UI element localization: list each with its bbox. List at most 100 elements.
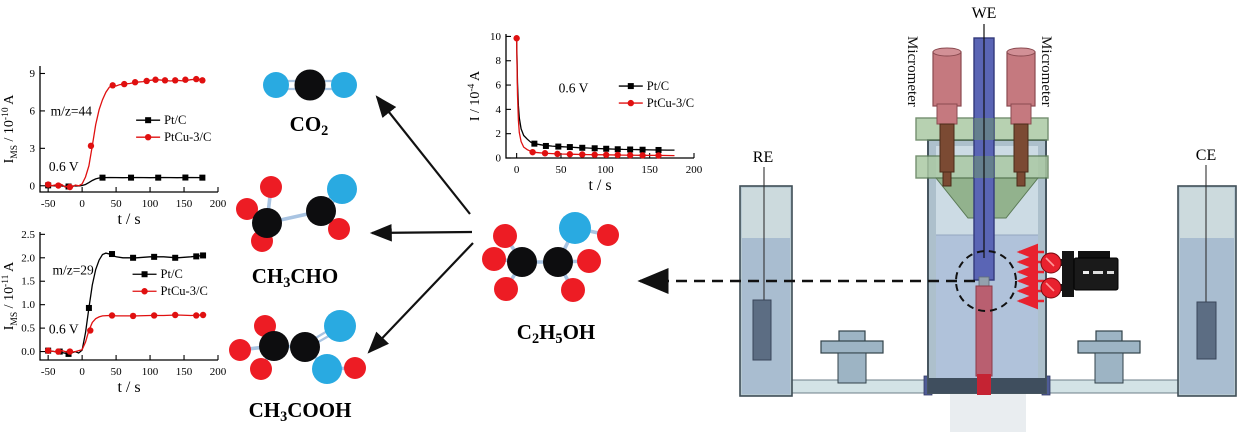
y-tick-label: 2.5 (21, 229, 35, 241)
re-label: RE (753, 149, 773, 166)
molecule-ch3cho (236, 174, 357, 252)
valve-left (820, 330, 884, 384)
sample-rod (975, 285, 993, 395)
y-tick-label: 10 (490, 31, 502, 43)
hydrogen-atom (344, 357, 366, 379)
y-tick-label: 9 (30, 68, 36, 80)
y-tick-label: 0.0 (21, 346, 35, 358)
carbon-atom (306, 196, 336, 226)
y-tick-label: 6 (30, 105, 36, 117)
x-axis-label: t / s (117, 379, 140, 396)
annotation: m/z=44 (51, 103, 93, 118)
x-tick-label: 0 (79, 198, 85, 210)
legend-label: Pt/C (647, 79, 669, 93)
oxygen-atom (263, 72, 289, 98)
carbon-atom (543, 247, 573, 277)
y-tick-label: 1.5 (21, 276, 35, 288)
oxygen-atom (312, 354, 342, 384)
hydrogen-atom (260, 176, 282, 198)
annotation: 0.6 V (49, 159, 79, 174)
hydrogen-atom (482, 247, 506, 271)
x-tick-label: 0 (79, 366, 85, 378)
x-tick-label: 150 (176, 366, 193, 378)
molecule-co2 (263, 69, 357, 101)
valve-right (1077, 330, 1141, 384)
y-tick-label: 4 (496, 104, 502, 116)
x-axis-label: t / s (117, 211, 140, 228)
series-PtCu-3/C (513, 35, 675, 159)
x-tick-label: 200 (210, 366, 227, 378)
c2h5oh-label: C2H5OH (517, 320, 595, 347)
legend: Pt/C PtCu-3/C (618, 79, 694, 110)
y-tick-label: 0 (30, 180, 36, 192)
x-tick-label: 100 (597, 164, 614, 176)
illumination-arrows (1016, 243, 1044, 310)
x-tick-label: -50 (41, 198, 56, 210)
x-tick-label: -50 (41, 366, 56, 378)
y-tick-label: 0 (496, 153, 502, 165)
annotation: m/z=29 (52, 262, 94, 277)
y-tick-label: 0.5 (21, 323, 35, 335)
legend-label: Pt/C (164, 113, 186, 127)
y-tick-label: 6 (496, 80, 502, 92)
y-tick-label: 3 (30, 143, 36, 155)
oxygen-atom (559, 212, 591, 244)
oxygen-atom (324, 310, 356, 342)
hydrogen-atom (493, 224, 517, 248)
hydrogen-atom (577, 249, 601, 273)
hydrogen-atom (597, 224, 619, 246)
re-compartment (739, 167, 793, 397)
carbon-atom (507, 247, 537, 277)
x-tick-label: 150 (641, 164, 658, 176)
oxygen-atom (327, 174, 357, 204)
micrometer-right (1006, 47, 1036, 187)
hydrogen-atom (328, 218, 350, 240)
x-tick-label: 100 (142, 198, 159, 210)
series-Pt/C (515, 37, 675, 153)
arrow-to-ch3cooh (367, 242, 474, 354)
annotation: 0.6 V (559, 81, 589, 96)
we-label: WE (972, 5, 997, 22)
y-tick-label: 1.0 (21, 299, 35, 311)
y-tick-label: 2 (496, 128, 502, 140)
arrow-to-co2 (375, 95, 471, 215)
series-PtCu-3/C (44, 75, 206, 191)
ce-electrode (1196, 301, 1217, 360)
x-tick-label: 50 (111, 198, 123, 210)
legend-label: Pt/C (161, 267, 183, 281)
y-tick-label: 2.0 (21, 252, 35, 264)
x-tick-label: 0 (514, 164, 520, 176)
x-tick-label: 50 (111, 366, 123, 378)
x-tick-label: 200 (210, 198, 227, 210)
molecule-c2h5oh (482, 212, 619, 302)
x-tick-label: 50 (555, 164, 567, 176)
hydrogen-atom (236, 198, 258, 220)
molecule-ch3cooh (229, 310, 366, 384)
hydrogen-atom (494, 277, 518, 301)
carbon-atom (294, 69, 326, 101)
hydrogen-atom (561, 278, 585, 302)
y-axis-label: IMS / 10-11 A (1, 261, 20, 330)
y-axis-label: I / 10-4 A (467, 70, 483, 121)
axes (39, 232, 218, 361)
co2-label: CO2 (290, 112, 329, 139)
carbon-atom (252, 208, 282, 238)
oxygen-atom (331, 72, 357, 98)
ch3cho-label: CH3CHO (252, 264, 338, 291)
electrode-gap-dashed-circle (955, 250, 1017, 312)
micrometer-right-label: Micrometer (1038, 36, 1054, 107)
arrow-to-ch3cho (369, 224, 473, 242)
axes (39, 66, 218, 193)
hydrogen-atom (250, 358, 272, 380)
legend-label: PtCu-3/C (647, 96, 694, 110)
